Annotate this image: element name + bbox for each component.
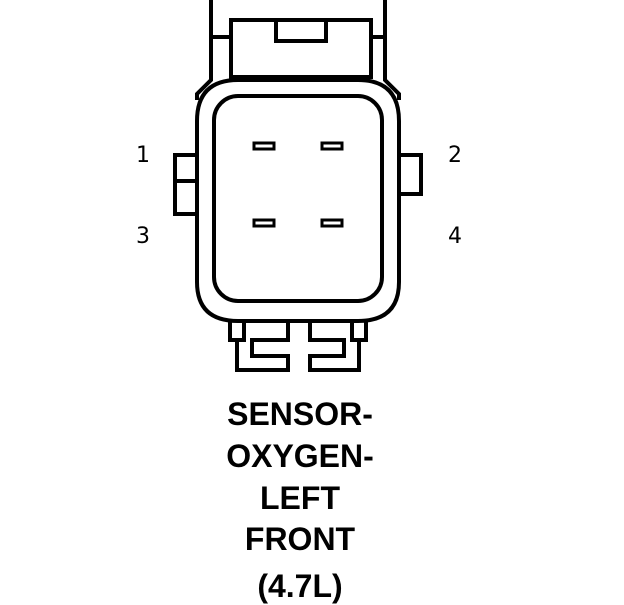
pin-terminal-4 [320,218,344,228]
latch-notch [274,20,328,43]
pin-terminal-1 [252,141,276,151]
caption-line-1: SENSOR- [227,396,373,432]
caption-line-5: (4.7L) [257,568,343,604]
pin-label-1: 1 [136,143,150,168]
bottom-clip-right-foot [308,321,361,372]
latch-housing-outline-right [383,0,401,100]
bottom-clip-left-foot [235,321,290,372]
caption-line-3: LEFT [260,480,340,516]
pin-label-2: 2 [448,143,462,168]
pin-terminal-3 [252,218,276,228]
caption-line-2: OXYGEN- [226,438,374,474]
pin-label-4: 4 [448,224,462,249]
right-side-tab [399,153,423,196]
caption-line-4: FRONT [244,521,356,557]
bottom-clip-left [228,321,246,342]
latch-inner-frame [229,18,373,79]
left-side-tab [173,153,197,216]
pin-terminal-2 [320,141,344,151]
pin-label-3: 3 [136,224,150,249]
connector-outer-body [195,78,401,323]
bottom-clip-right [350,321,368,342]
latch-housing-outline [195,0,213,100]
connector-inner-cavity [212,94,384,303]
